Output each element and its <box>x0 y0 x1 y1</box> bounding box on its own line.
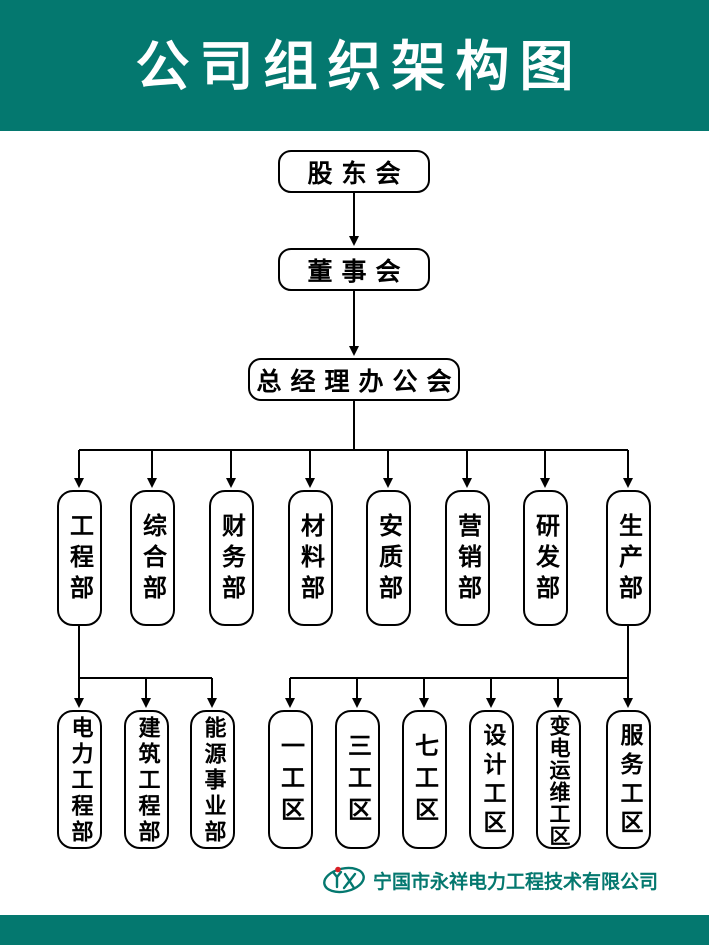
node-sub-energy-division-label: 能源事业部 <box>200 715 226 846</box>
node-dept-materials-label: 材料部 <box>296 512 325 606</box>
node-gm-office[interactable]: 总经理办公会 <box>248 358 460 401</box>
node-sub-power-engineering-label: 电力工程部 <box>67 715 93 846</box>
header-band <box>0 0 709 131</box>
node-dept-materials[interactable]: 材料部 <box>288 490 333 626</box>
node-dept-marketing[interactable]: 营销部 <box>445 490 490 626</box>
node-sub-construction-engineering[interactable]: 建筑工程部 <box>124 710 169 849</box>
node-shareholders-label: 股东会 <box>307 158 410 188</box>
node-sub-power-engineering[interactable]: 电力工程部 <box>57 710 102 849</box>
node-shareholders[interactable]: 股东会 <box>278 150 430 193</box>
node-dept-engineering-label: 工程部 <box>65 512 94 606</box>
node-sub-zone-substation-om[interactable]: 变电运维工区 <box>536 710 581 849</box>
node-sub-zone-7[interactable]: 七工区 <box>402 710 447 849</box>
node-dept-finance-label: 财务部 <box>217 512 246 606</box>
node-dept-general-label: 综合部 <box>138 512 167 606</box>
node-sub-energy-division[interactable]: 能源事业部 <box>190 710 235 849</box>
page-title: 公司组织架构图 <box>135 35 584 98</box>
node-dept-rnd[interactable]: 研发部 <box>523 490 568 626</box>
node-sub-zone-1[interactable]: 一工区 <box>268 710 313 849</box>
node-dept-safety-quality[interactable]: 安质部 <box>366 490 411 626</box>
node-dept-engineering[interactable]: 工程部 <box>57 490 102 626</box>
footer-brand: 宁国市永祥电力工程技术有限公司 <box>322 862 658 898</box>
node-sub-zone-design[interactable]: 设计工区 <box>469 710 514 849</box>
node-dept-production[interactable]: 生产部 <box>606 490 651 626</box>
node-dept-production-label: 生产部 <box>614 512 643 606</box>
node-sub-zone-service-label: 服务工区 <box>616 722 642 839</box>
footer-band <box>0 915 709 945</box>
node-sub-zone-service[interactable]: 服务工区 <box>606 710 651 849</box>
node-sub-zone-1-label: 一工区 <box>276 732 305 829</box>
node-sub-zone-substation-om-label: 变电运维工区 <box>547 714 571 847</box>
company-name: 宁国市永祥电力工程技术有限公司 <box>373 870 659 893</box>
node-sub-zone-3-label: 三工区 <box>343 732 372 829</box>
node-dept-finance[interactable]: 财务部 <box>209 490 254 626</box>
node-sub-zone-design-label: 设计工区 <box>479 722 505 839</box>
node-dept-marketing-label: 营销部 <box>453 512 482 606</box>
node-dept-general[interactable]: 综合部 <box>130 490 175 626</box>
node-sub-zone-3[interactable]: 三工区 <box>335 710 380 849</box>
node-sub-construction-engineering-label: 建筑工程部 <box>134 715 160 846</box>
node-dept-safety-quality-label: 安质部 <box>374 512 403 606</box>
node-sub-zone-7-label: 七工区 <box>410 732 439 829</box>
node-board-of-directors-label: 董事会 <box>307 256 410 286</box>
node-gm-office-label: 总经理办公会 <box>256 366 461 396</box>
node-dept-rnd-label: 研发部 <box>531 512 560 606</box>
node-board-of-directors[interactable]: 董事会 <box>278 248 430 291</box>
yongxiang-logo-icon <box>323 866 365 894</box>
